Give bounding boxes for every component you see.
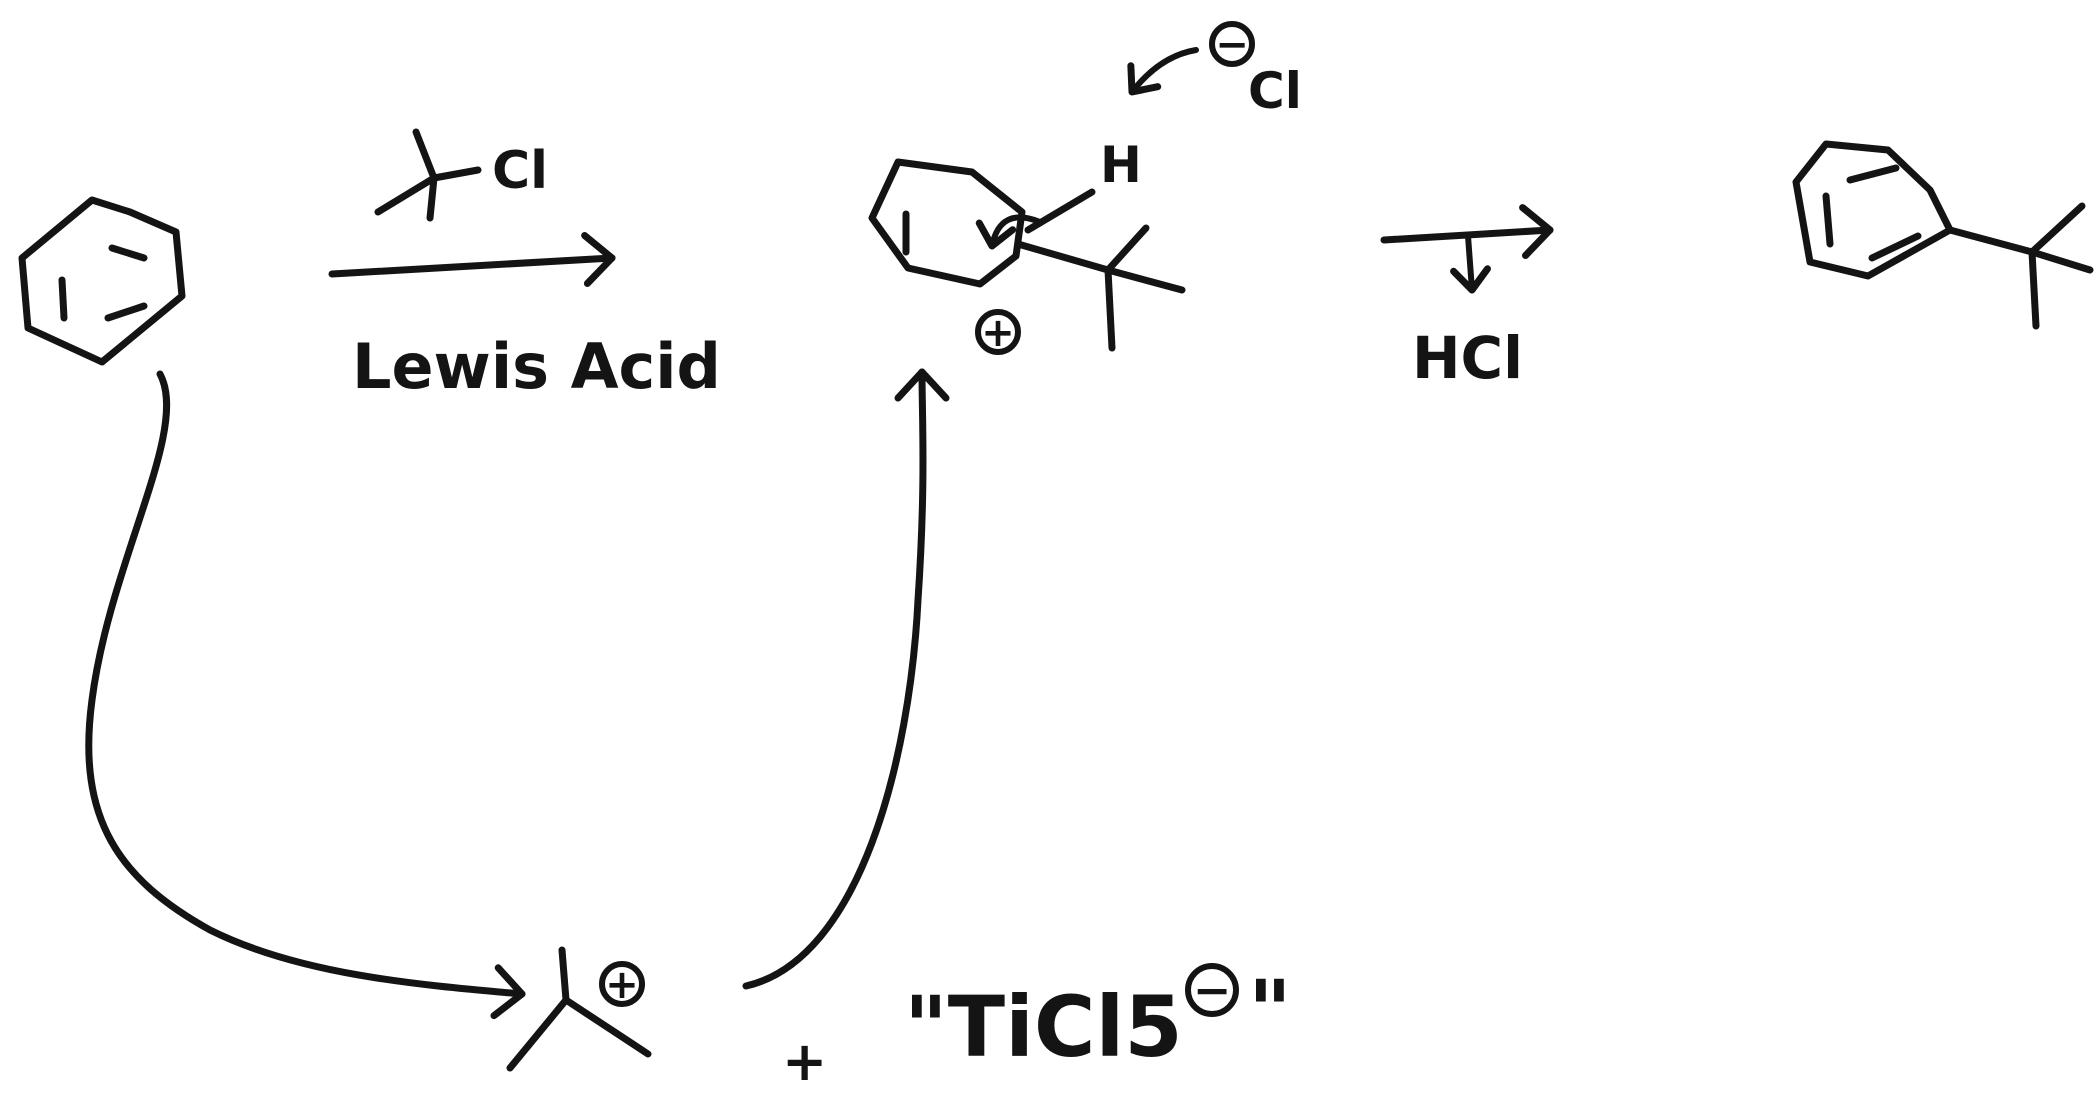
forward-arrow: [328, 232, 616, 287]
arenium-intermediate: H − Cl +: [868, 21, 1302, 356]
tert-butyl-carbocation: +: [506, 946, 652, 1072]
product-ring-to-tbutyl: [1946, 226, 2036, 256]
curved-arrow-carbocation-to-intermediate: [742, 368, 950, 990]
product-tert-butyl: [2028, 202, 2094, 330]
product-double-bond: [1868, 232, 1922, 262]
chloride-negative-charge: −: [1209, 21, 1255, 68]
curved-arrow-chloride-attack: [1127, 47, 1199, 96]
benzene-double-bond: [58, 276, 68, 322]
curved-arrow-benzene-to-carbocation: [85, 370, 526, 1020]
arenium-ring: [868, 158, 1026, 288]
tert-butyl-group: [1104, 224, 1186, 352]
hcl-loss-arrow: [1450, 233, 1491, 294]
product-double-bond: [1846, 164, 1900, 184]
carbocation-positive-charge: +: [599, 961, 645, 1008]
benzene-ring: [18, 196, 186, 366]
benzene-starting-material: [18, 196, 186, 366]
counterion-closing-quote: ": [1248, 962, 1292, 1060]
svg-text:−: −: [1193, 963, 1232, 1017]
product-double-bond: [1822, 192, 1834, 248]
tert-butyl-chloride-structure: [374, 128, 482, 222]
arenium-positive-charge: +: [975, 309, 1021, 356]
benzene-double-bond: [104, 302, 148, 322]
product-ring: [1792, 140, 1954, 280]
curved-arrow-ch-to-ring: [975, 214, 1043, 250]
counterion-negative-charge: −: [1185, 963, 1239, 1017]
chloride-label: Cl: [1248, 62, 1302, 120]
reaction-arrow-2: HCl: [1380, 204, 1554, 392]
plus-sign: +: [782, 1030, 827, 1093]
arenium-sp3-bond: [1014, 240, 1112, 274]
svg-text:−: −: [1215, 22, 1249, 68]
tert-butylbenzene-product: [1792, 140, 2094, 330]
hcl-label: HCl: [1412, 324, 1523, 392]
c-h-bond: [1024, 188, 1096, 234]
benzene-double-bond: [108, 244, 148, 262]
hydrogen-label: H: [1100, 136, 1142, 194]
reaction-arrow-1: Cl Lewis Acid: [328, 128, 721, 403]
counterion-label: "TiCl5: [904, 978, 1183, 1076]
reagent-chloride-label: Cl: [492, 141, 548, 201]
svg-text:+: +: [605, 962, 639, 1008]
svg-text:+: +: [981, 310, 1015, 356]
reagent-lewis-acid-label: Lewis Acid: [352, 330, 721, 403]
